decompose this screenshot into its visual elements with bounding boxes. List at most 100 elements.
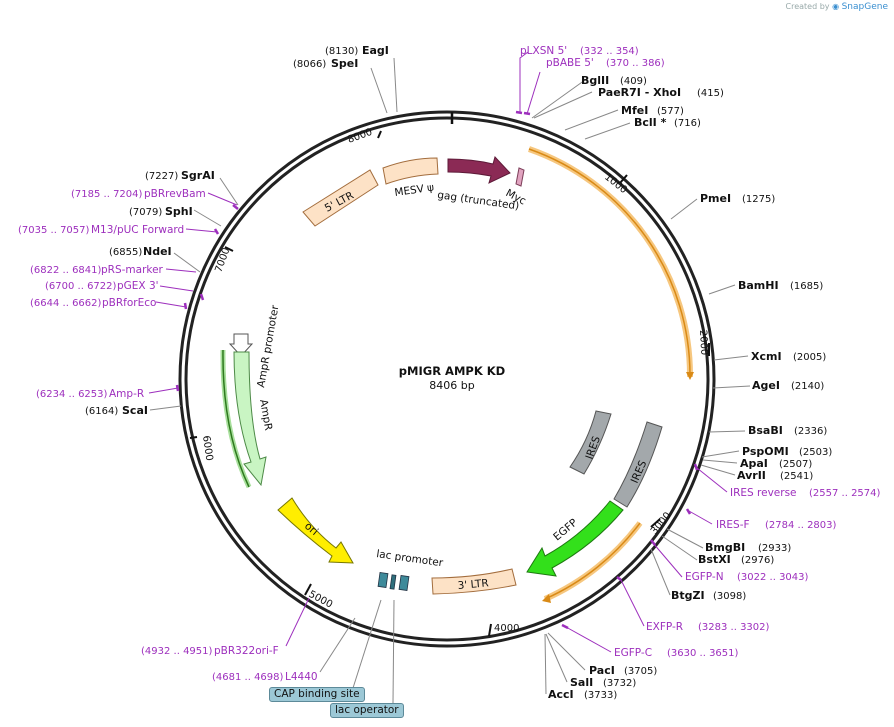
primer-pbabe-pos: (370 .. 386) bbox=[606, 58, 665, 69]
tick-marks bbox=[189, 130, 710, 637]
enzyme-leaders bbox=[149, 57, 751, 704]
primer-prs-pos: (6822 .. 6841) bbox=[30, 265, 102, 276]
tick-4000 bbox=[488, 623, 492, 637]
primer-egfp-c: EGFP-C bbox=[614, 647, 652, 659]
enzyme-acci-pos: (3733) bbox=[584, 690, 617, 701]
enzyme-bmgbi: BmgBI bbox=[705, 541, 745, 554]
feature-3ltr-label: 3' LTR bbox=[457, 577, 489, 592]
primer-leader-pbabe bbox=[526, 71, 541, 115]
enzyme-paci-pos: (3705) bbox=[624, 666, 657, 677]
leader-bmgbi bbox=[666, 528, 704, 549]
enzyme-avrii: AvrII bbox=[737, 469, 766, 482]
primer-leader-egfp-n bbox=[652, 542, 683, 578]
tick-label-4000: 4000 bbox=[494, 623, 519, 634]
tick-1000 bbox=[619, 174, 628, 184]
tick-5000 bbox=[304, 583, 312, 596]
leader-btgzi bbox=[650, 548, 671, 596]
enzyme-bsabi-pos: (2336) bbox=[794, 426, 827, 437]
primer-pgex-pos: (6700 .. 6722) bbox=[45, 281, 117, 292]
cap-binding-site-label: CAP binding site bbox=[269, 687, 365, 702]
leader-agei bbox=[712, 385, 751, 389]
feature-mesv-label: MESV ψ bbox=[394, 182, 435, 199]
map-name: pMIGR AMPK KD bbox=[399, 364, 505, 378]
enzyme-sali-pos: (3732) bbox=[603, 678, 636, 689]
primer-pbr322ori-pos: (4932 .. 4951) bbox=[141, 646, 213, 657]
leader-pspomi bbox=[701, 450, 740, 458]
tick-7000 bbox=[224, 246, 234, 252]
primer-mark-exfp-r bbox=[616, 576, 622, 581]
leader-bcli bbox=[584, 122, 631, 140]
leader-sali bbox=[545, 633, 568, 683]
leader-xhoi bbox=[533, 91, 593, 119]
primer-leader-egfp-c bbox=[565, 626, 612, 653]
primer-exfp-r: EXFP-R bbox=[646, 621, 683, 633]
enzyme-bamhi: BamHI bbox=[738, 279, 779, 292]
leader-avrii bbox=[700, 464, 736, 476]
orf-arc-right-head bbox=[686, 372, 694, 380]
ampr-arc-green-line bbox=[222, 349, 250, 488]
leader-bsabi bbox=[708, 430, 746, 433]
primer-l4440: L4440 bbox=[285, 671, 318, 683]
enzyme-btgzi-pos: (3098) bbox=[713, 591, 746, 602]
enzyme-scai: ScaI bbox=[122, 404, 148, 417]
enzyme-agei-pos: (2140) bbox=[791, 381, 824, 392]
primer-mark-plxsn bbox=[515, 110, 523, 115]
primer-leader-pbrrevbam bbox=[207, 192, 238, 206]
enzyme-bcli: BclI * bbox=[634, 116, 667, 129]
leader-paci bbox=[547, 632, 586, 671]
enzyme-acci: AccI bbox=[548, 688, 574, 701]
feature-ires-small bbox=[569, 410, 612, 475]
enzyme-apai-pos: (2507) bbox=[779, 459, 812, 470]
feature-mesv bbox=[382, 157, 439, 185]
leader-bstxi bbox=[661, 535, 698, 561]
enzyme-labels: (8130) EagI (8066) SpeI BglII (409) PaeR… bbox=[85, 44, 832, 701]
primer-l4440-pos: (4681 .. 4698) bbox=[212, 672, 284, 683]
feature-ampr bbox=[233, 351, 267, 487]
enzyme-bstxi-pos: (2976) bbox=[741, 555, 774, 566]
orf-arc-lower-line bbox=[544, 522, 641, 600]
feature-ires-large bbox=[613, 421, 663, 508]
enzyme-agei: AgeI bbox=[752, 379, 780, 392]
primer-pbabe: pBABE 5' bbox=[546, 57, 594, 69]
primer-pbr322ori: pBR322ori-F bbox=[214, 645, 279, 657]
enzyme-apai: ApaI bbox=[740, 457, 768, 470]
primer-egfp-n-pos: (3022 .. 3043) bbox=[737, 572, 809, 583]
primer-leader-ires-f bbox=[688, 510, 713, 525]
primer-mark-egfp-n bbox=[650, 539, 656, 546]
primer-pgex: pGEX 3' bbox=[117, 280, 159, 292]
leader-ndei bbox=[173, 252, 201, 273]
enzyme-scai-pos: (6164) bbox=[85, 406, 118, 417]
enzyme-sphi: SphI bbox=[165, 205, 193, 218]
primer-prs: pRS-marker bbox=[101, 264, 164, 276]
enzyme-bsabi: BsaBI bbox=[748, 424, 783, 437]
primer-ires-reverse: IRES reverse bbox=[730, 487, 797, 499]
leader-pmei bbox=[670, 198, 698, 220]
feature-ampr-promoter bbox=[228, 333, 254, 357]
enzyme-paci: PacI bbox=[589, 664, 615, 677]
primer-leader-ires-reverse bbox=[696, 467, 728, 493]
enzyme-avrii-pos: (2541) bbox=[780, 471, 813, 482]
feature-5ltr bbox=[302, 169, 379, 227]
primer-mark-ampr bbox=[175, 384, 180, 392]
feature-lac-promoter-box-b bbox=[389, 574, 397, 590]
leader-scai bbox=[149, 405, 182, 411]
primer-ires-f: IRES-F bbox=[716, 519, 750, 531]
enzyme-xhoi-pos: (415) bbox=[697, 88, 724, 99]
primer-leader-ampr bbox=[148, 387, 179, 394]
credit-prefix: Created by bbox=[785, 2, 830, 11]
primer-mark-egfp-c bbox=[561, 623, 569, 630]
enzyme-ndei: NdeI bbox=[143, 245, 172, 258]
primer-leader-pgex bbox=[159, 285, 194, 292]
primer-mark-pgex bbox=[199, 293, 205, 301]
primer-leader-prs bbox=[165, 268, 197, 273]
feature-lac-promoter-label: lac promoter bbox=[376, 548, 445, 569]
backbone-outer bbox=[178, 110, 716, 648]
primer-mark-ires-reverse bbox=[693, 463, 699, 471]
primer-leader-plxsn bbox=[519, 51, 529, 112]
primer-m13: M13/pUC Forward bbox=[91, 224, 184, 236]
leader-acci bbox=[544, 633, 547, 695]
primer-leader-m13 bbox=[185, 228, 218, 233]
enzyme-sali: SalI bbox=[570, 676, 593, 689]
lac-operator-label: lac operator bbox=[330, 703, 404, 718]
